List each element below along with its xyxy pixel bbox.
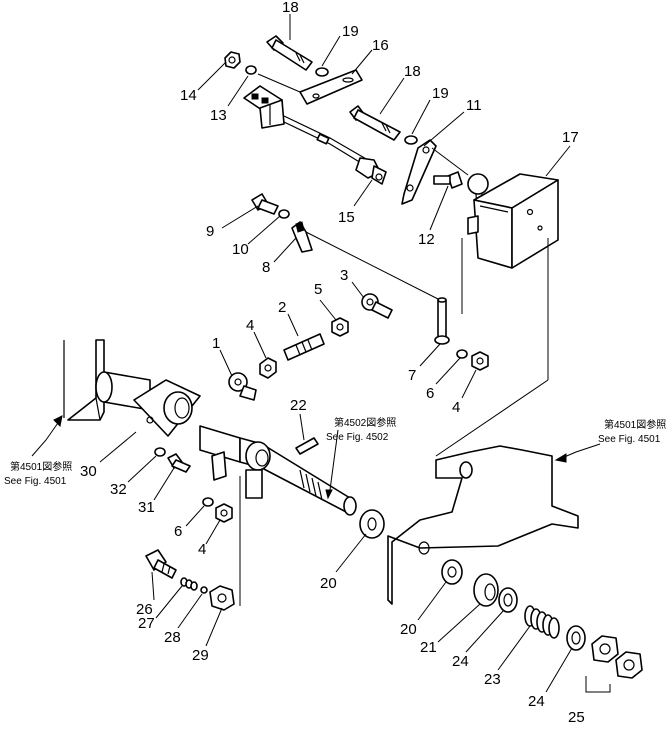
callout-5: 5 — [314, 281, 322, 298]
callout-13: 13 — [210, 107, 227, 124]
washer-20-lower — [441, 559, 463, 585]
nut-25-b — [615, 651, 643, 679]
bracket-25 — [585, 676, 611, 693]
bolt-12 — [433, 171, 463, 189]
bracket-16 — [299, 69, 363, 105]
callout-4: 4 — [198, 541, 206, 558]
pin-7 — [434, 297, 450, 345]
nut-5 — [331, 317, 349, 337]
nut-4-upper — [259, 357, 277, 379]
callout-26: 26 — [136, 601, 153, 618]
callout-19: 19 — [432, 85, 449, 102]
shaft-hub — [211, 441, 271, 499]
bracket-11 — [401, 139, 437, 205]
washer-19-middle — [404, 135, 418, 145]
washer-19-top — [315, 67, 329, 77]
callout-16: 16 — [372, 37, 389, 54]
callout-11: 11 — [466, 97, 482, 114]
rod-2 — [283, 333, 325, 361]
callout-6: 6 — [426, 385, 434, 402]
callout-30: 30 — [80, 463, 97, 480]
callout-9: 9 — [206, 223, 214, 240]
callout-24: 24 — [528, 693, 545, 710]
bolt-9 — [251, 193, 279, 215]
callout-2: 2 — [278, 299, 286, 316]
bushing-21 — [473, 573, 499, 607]
ref-arrow-middle — [325, 489, 333, 500]
flange-bearing-30 — [133, 379, 201, 437]
washer-6-lower — [202, 497, 214, 507]
callout-14: 14 — [180, 87, 197, 104]
callout-6: 6 — [174, 523, 182, 540]
callout-27: 27 — [138, 615, 155, 632]
callout-10: 10 — [232, 241, 249, 258]
callout-19: 19 — [342, 23, 359, 40]
washer-10 — [278, 209, 290, 219]
callout-31: 31 — [138, 499, 155, 516]
clip-8 — [291, 221, 313, 253]
ref-left-jp: 第4501図参照 — [10, 460, 72, 473]
switch-box-17 — [467, 173, 559, 269]
callout-4: 4 — [452, 399, 460, 416]
nut-4-lower — [215, 503, 233, 523]
rod-end-3 — [361, 293, 393, 319]
washer-6-right — [456, 349, 468, 359]
callout-4: 4 — [246, 317, 254, 334]
reference-labels: 第4501図参照 See Fig. 4501 第4502図参照 See Fig.… — [4, 416, 666, 487]
washer-24-upper — [498, 587, 518, 613]
ball-28 — [200, 586, 208, 594]
callout-8: 8 — [262, 259, 270, 276]
bolt-31 — [167, 453, 191, 473]
ref-right-en: See Fig. 4501 — [598, 434, 661, 445]
nut-4-right — [471, 351, 489, 371]
callout-20: 20 — [400, 621, 417, 638]
rod-end-1 — [228, 372, 257, 401]
callout-24: 24 — [452, 653, 469, 670]
ref-arrow-right — [561, 443, 601, 459]
callout-12: 12 — [418, 231, 435, 248]
callout-21: 21 — [420, 639, 437, 656]
nut-29 — [209, 585, 235, 611]
callout-labels: 18 19 16 14 13 18 19 11 17 15 12 9 10 8 … — [80, 0, 585, 726]
bracket-plate — [387, 445, 579, 605]
callout-18: 18 — [404, 63, 421, 80]
callout-28: 28 — [164, 629, 181, 646]
cable-connector — [243, 85, 285, 129]
bolt-26 — [145, 549, 177, 579]
pin-22 — [295, 437, 319, 455]
callout-22: 22 — [290, 397, 307, 414]
callout-1: 1 — [212, 335, 220, 352]
ref-middle-en: See Fig. 4502 — [326, 432, 389, 443]
nut-14 — [224, 51, 241, 69]
bolt-18-middle — [349, 105, 401, 141]
callout-leaders — [99, 14, 573, 693]
ref-right-jp: 第4501図参照 — [604, 418, 666, 431]
spring-27 — [180, 577, 198, 591]
callout-3: 3 — [340, 267, 348, 284]
frame-post — [63, 339, 105, 421]
spring-23 — [524, 605, 560, 639]
ref-middle-jp: 第4502図参照 — [334, 416, 396, 429]
callout-20: 20 — [320, 575, 337, 592]
cable-15 — [283, 115, 387, 185]
washer-32 — [154, 447, 166, 457]
callout-29: 29 — [192, 647, 209, 664]
callout-25: 25 — [568, 709, 585, 726]
nut-25-a — [591, 635, 619, 663]
washer-24-lower — [566, 625, 586, 651]
ref-left-en: See Fig. 4501 — [4, 476, 67, 487]
callout-7: 7 — [408, 367, 416, 384]
callout-18: 18 — [282, 0, 299, 16]
callout-15: 15 — [338, 209, 355, 226]
callout-17: 17 — [562, 129, 579, 146]
washer-13 — [245, 65, 257, 75]
bolt-18-top — [266, 35, 313, 71]
washer-20-upper — [359, 509, 385, 539]
ref-arrow-left — [31, 419, 61, 457]
callout-32: 32 — [110, 481, 127, 498]
callout-23: 23 — [484, 671, 501, 688]
